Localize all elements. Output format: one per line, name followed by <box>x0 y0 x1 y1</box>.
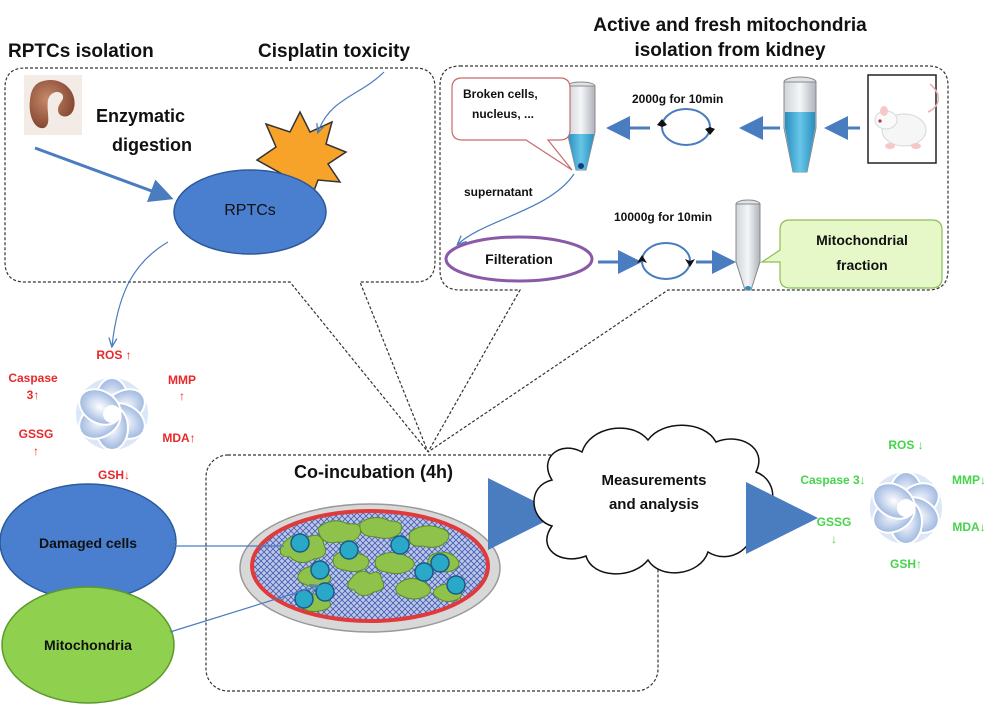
supernatant-arrow <box>458 173 575 244</box>
damaged-cells-label: Damaged cells <box>38 535 138 551</box>
damaged-marker-flower-icon <box>71 377 153 451</box>
rptcs-to-markers-arrow <box>112 241 169 346</box>
rptcs-isolation-title: RPTCs isolation <box>8 41 154 62</box>
centrifuge-cycle-2-icon <box>637 242 695 280</box>
damaged-mda: MDA↑ <box>162 431 196 445</box>
fraction-tube-icon <box>735 199 761 291</box>
spin-2-label: 10000g for 10min <box>614 210 713 224</box>
mito-isolation-title-line1: Active and fresh mitochondria <box>593 15 867 36</box>
rptcs-label: RPTCs <box>224 202 276 219</box>
petri-dish-icon <box>239 503 501 633</box>
cisplatin-toxicity-title: Cisplatin toxicity <box>258 41 411 62</box>
enzymatic-digestion-line2: digestion <box>112 135 192 155</box>
kidney-icon <box>24 75 82 135</box>
rptcs-cell-shape <box>173 169 327 255</box>
mitochondria-to-dish-arrow <box>169 586 318 633</box>
spin-1-label: 2000g for 10min <box>632 92 724 106</box>
mito-panel-frame <box>427 65 949 453</box>
damaged-mmp-line1: MMP <box>168 373 196 387</box>
damaged-gssg-line2: ↑ <box>33 444 39 458</box>
recovered-mmp: MMP↓ <box>952 473 986 487</box>
recovered-gssg-line1: GSSG <box>816 515 852 529</box>
measurement-cloud <box>533 424 774 575</box>
mito-fraction-line1: Mitochondrial <box>816 232 908 248</box>
coincubation-title: Co-incubation (4h) <box>294 462 453 482</box>
damaged-gsh: GSH↓ <box>97 468 130 482</box>
mitochondria-label: Mitochondria <box>44 637 132 653</box>
pellet-tube-icon <box>566 81 596 171</box>
centrifuge-cycle-icon <box>657 108 715 146</box>
recovered-gsh: GSH↑ <box>889 557 922 571</box>
filteration-label: Filteration <box>485 251 553 267</box>
recovered-marker-flower-icon <box>865 471 947 545</box>
recovered-mda: MDA↓ <box>952 520 986 534</box>
cisplatin-arrow <box>318 71 385 132</box>
rptcs-panel-frame <box>4 67 436 453</box>
broken-cells-line1: Broken cells, <box>463 87 538 101</box>
centrifuge-tube-icon <box>783 76 817 173</box>
measurement-line1: Measurements <box>601 472 707 489</box>
digestion-arrow <box>34 146 174 203</box>
damaged-ros: ROS ↑ <box>96 348 132 362</box>
broken-cells-bubble <box>451 77 573 171</box>
recovered-gssg-line2: ↓ <box>831 532 837 546</box>
damaged-caspase-line2: 3↑ <box>26 388 40 402</box>
mito-fraction-bubble <box>760 219 943 289</box>
mito-isolation-title-line2: isolation from kidney <box>634 40 826 61</box>
filteration-shape <box>444 235 594 283</box>
recovered-caspase: Caspase 3↓ <box>800 473 866 487</box>
damaged-gssg-line1: GSSG <box>18 427 54 441</box>
damaged-mmp-line2: ↑ <box>179 389 185 403</box>
broken-cells-line2: nucleus, ... <box>472 107 535 121</box>
mitochondria-shape <box>1 586 175 704</box>
recovered-ros: ROS ↓ <box>888 438 924 452</box>
rat-icon <box>867 74 939 164</box>
supernatant-label: supernatant <box>464 185 533 199</box>
damaged-caspase-line1: Caspase <box>8 371 58 385</box>
coincubation-frame <box>205 454 659 692</box>
mito-fraction-line2: fraction <box>836 257 888 273</box>
enzymatic-digestion-line1: Enzymatic <box>96 106 186 126</box>
measurement-line2: and analysis <box>608 496 700 513</box>
